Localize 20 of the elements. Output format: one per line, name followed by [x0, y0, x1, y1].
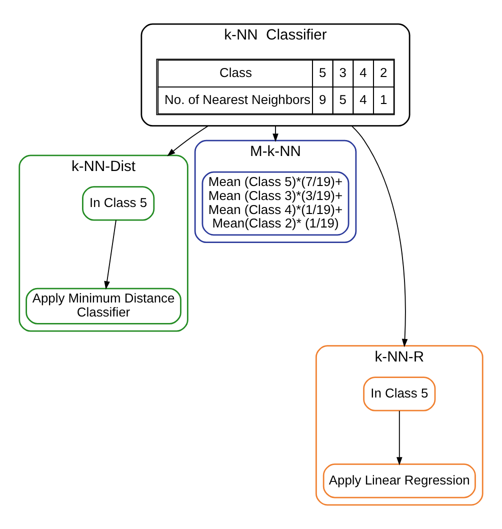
node-box: In Class 5	[82, 186, 155, 221]
node-box: In Class 5	[363, 376, 436, 412]
node-box: Apply Linear Regression	[322, 464, 476, 498]
arrow	[167, 125, 209, 156]
arrow	[351, 125, 408, 348]
label: 4	[360, 64, 367, 80]
label: No. of Nearest Neighbors	[164, 92, 311, 107]
arrow	[104, 220, 116, 290]
label: Class	[220, 64, 252, 80]
arrow	[396, 410, 402, 466]
label: 5	[339, 92, 347, 107]
label: 4	[360, 92, 367, 107]
node-box: Apply Minimum Distance Classifier	[26, 288, 182, 324]
label: 5	[318, 64, 326, 80]
label: 9	[318, 92, 326, 107]
label: 1	[380, 92, 388, 107]
label: 3	[339, 64, 347, 80]
node-box: Mean (Class 5)*(7/19)+ Mean (Class 3)*(3/19)+ Mean (Class 4)*(1/19)+ Mean(Class 2)* (1/19)	[202, 171, 350, 236]
arrow	[272, 125, 278, 142]
label: 2	[380, 64, 388, 80]
